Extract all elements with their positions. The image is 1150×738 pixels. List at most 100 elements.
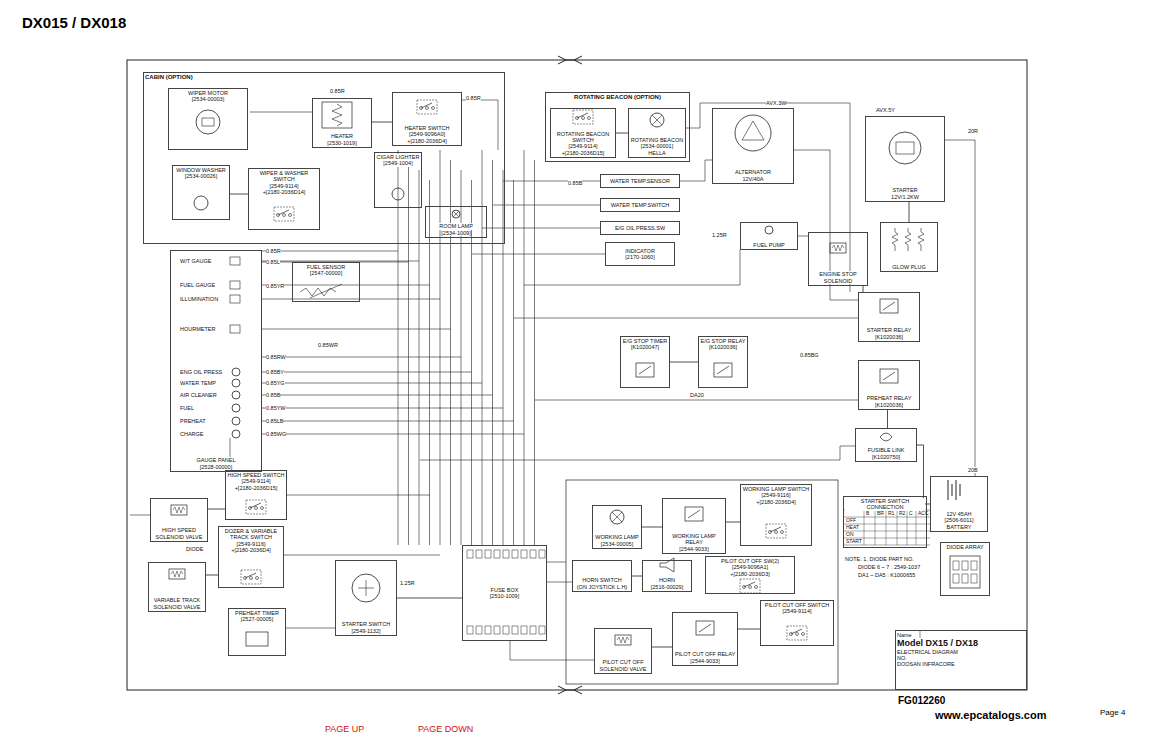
component-box: E/G STOP RELAY[K1020036] [698, 336, 748, 388]
wire [503, 181, 600, 182]
nav-link: PAGE DOWN [418, 725, 473, 735]
fuse-symbol [521, 550, 527, 558]
component-box: HIGH SPEED SOLENOID VALVE [150, 498, 208, 542]
switch-lever [245, 573, 256, 578]
fuse-symbol [539, 550, 545, 558]
gauge-label: FUEL GAUGE [180, 282, 215, 288]
component-box: DOZER & VARIABLE TRACK SWITCH[2549-9116]… [218, 526, 284, 588]
fuse-symbol [512, 550, 518, 558]
table-rule [907, 510, 908, 545]
gauge-label: PREHEAT [180, 418, 206, 424]
wire [408, 160, 409, 545]
wire [482, 228, 600, 229]
component-label: +[2180-2036D15] [562, 150, 605, 156]
glow-plug-symbol [892, 228, 898, 251]
solenoid-coil [617, 637, 629, 643]
relay-coil [688, 510, 700, 518]
indicator-lamp-symbol [232, 430, 240, 438]
switch-symbol [241, 570, 261, 584]
component-box: HORN SWITCH(ON JOYSTICK L.H) [572, 560, 632, 592]
component-label: +[2180-2036D3] [730, 571, 770, 577]
wire-code: 0.85B [568, 180, 582, 186]
wire [680, 160, 712, 181]
wire [493, 205, 600, 206]
wire [130, 515, 150, 516]
component-box: WATER TEMP.SWITCH [600, 198, 680, 212]
component-label: DOZER & VARIABLE TRACK SWITCH [220, 528, 282, 541]
wire-connector [642, 527, 662, 528]
fuse-symbol [494, 550, 500, 558]
option-region: ROTATING BEACON (OPTION)ROTATING BEACON … [545, 92, 690, 162]
figure-number: FG012260 [898, 695, 945, 706]
component-box: PILOT CUT OFF SWITCH[2549-9114] [760, 600, 834, 646]
battery-symbol [952, 484, 953, 496]
wire-code: AVX.5Y [876, 107, 895, 113]
component-label: 12V/40A [742, 176, 763, 182]
wire-code: 0.85YW [266, 405, 286, 411]
key-switch-symbol [352, 574, 380, 602]
table-cell: C [909, 511, 913, 517]
component-label: [2549-1004] [383, 160, 412, 166]
timer-symbol [246, 632, 268, 646]
wire [945, 140, 975, 476]
wire-code: 0.85L [266, 259, 280, 265]
solenoid-coil [173, 507, 185, 513]
wire [524, 150, 525, 545]
alternator-symbol [735, 115, 771, 151]
battery-symbol [960, 484, 961, 496]
solenoid-coil [832, 245, 844, 251]
motor-core [202, 118, 214, 126]
component-box: E/G OIL PRESS.SW [600, 221, 680, 235]
wire [429, 180, 430, 545]
component-label: [2534-00026] [185, 173, 217, 179]
component-label: CABIN (OPTION) [145, 74, 193, 81]
wire-code: 0.85BG [800, 352, 819, 358]
component-label: +[2180-2036D15] [235, 485, 278, 491]
gauge-label: FUEL [180, 405, 194, 411]
gauge-symbol [230, 295, 240, 303]
component-label: +[2180-2036D4] [231, 547, 271, 553]
indicator-lamp-symbol [232, 404, 240, 412]
component-label: (ON JOYSTICK L.H) [577, 584, 627, 590]
component-label: STARTER SWITCH CONNECTION [845, 498, 925, 511]
wire [547, 562, 566, 563]
component-box: WORKING LAMP SWITCH[2549-9116]+[2180-203… [740, 484, 812, 546]
component-box: WATER TEMP.SENSOR [600, 174, 680, 188]
solenoid-symbol [830, 243, 846, 253]
pump-symbol [765, 226, 773, 234]
switch-lever [421, 103, 432, 108]
diagram-title: DX015 / DX018 [22, 14, 126, 31]
wire [286, 628, 335, 629]
table-cell: R2 [899, 511, 905, 517]
component-box: 12V 45AH[2506-6011]BATTERY [930, 476, 988, 532]
starter-core [896, 142, 914, 154]
component-box: FUSE BOX[2510-1009] [462, 545, 547, 641]
wire [287, 495, 430, 496]
gauge-label: W/T GAUGE [180, 258, 211, 264]
table-cell: ACC [918, 511, 929, 517]
component-box: PILOT CUT OFF SOLENOID VALVE [594, 628, 652, 674]
table-cell: ON [846, 532, 854, 538]
wire [462, 100, 498, 150]
component-box: DIODE ARRAY [940, 542, 990, 596]
wire-connector [372, 122, 392, 123]
wire [419, 170, 420, 545]
motor-symbol [196, 110, 220, 134]
component-label: E/G OIL PRESS.SW [615, 225, 665, 231]
component-label: [K1020036] [709, 344, 737, 350]
resistor-symbol [332, 104, 342, 126]
component-box: HIGH SPEED SWITCH[2549-9114]+[2180-2036D… [225, 470, 287, 520]
relay-symbol [714, 363, 732, 377]
wire [262, 408, 503, 409]
glow-plug-symbol [905, 228, 911, 251]
gauge-label: CHARGE [180, 431, 204, 437]
component-box: PREHEAT RELAY[K1020036] [858, 360, 920, 410]
component-label: [2516-00029] [651, 584, 683, 590]
wire-connector [397, 598, 462, 599]
component-box: ROTATING BEACON[2534-00001]HELLA [628, 108, 686, 158]
note-text: DIODE 6 ~ 7 : 2549-1037 [858, 564, 920, 570]
lamp-symbol [452, 210, 460, 218]
nav-link: PAGE UP [325, 725, 364, 735]
component-label: [2549-9114] [783, 608, 812, 614]
component-box: GLOW PLUG [880, 222, 938, 272]
